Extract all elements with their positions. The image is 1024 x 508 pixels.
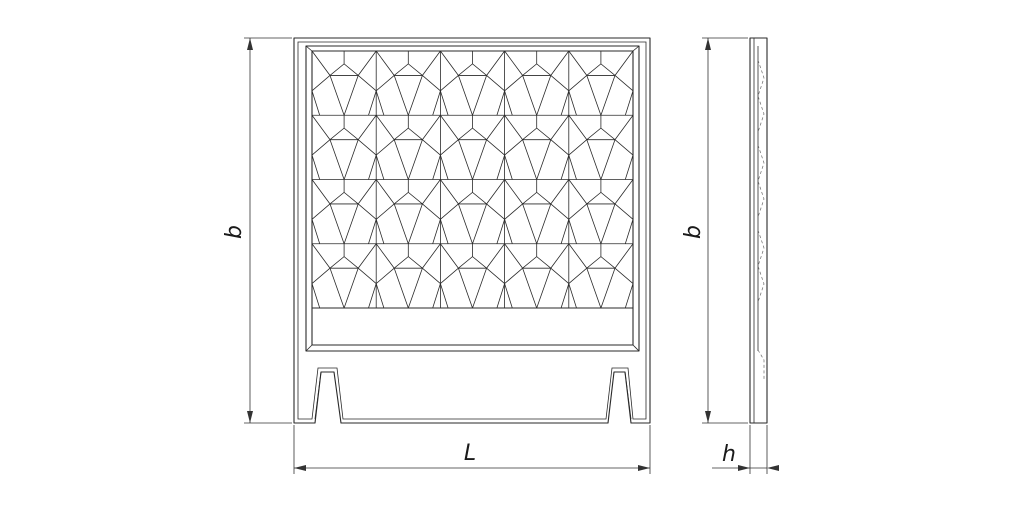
pattern-facet — [440, 115, 505, 180]
side-hidden-lines — [757, 59, 765, 380]
panel-inner-outline — [297, 41, 647, 420]
pattern-facet — [504, 179, 570, 244]
bevel-corner-bl — [305, 344, 313, 352]
arrow-height-side-top — [705, 38, 711, 50]
pattern-facet — [311, 50, 377, 116]
pattern-facet — [375, 50, 441, 116]
dimensions: b L b h — [222, 37, 779, 474]
panel-outline — [293, 37, 651, 424]
arrow-height-front-top — [247, 38, 253, 50]
side-outline — [749, 37, 768, 424]
recess-frame-outer — [305, 45, 640, 352]
pattern-facet — [440, 243, 505, 309]
pattern-facet — [440, 50, 505, 116]
label-thickness: h — [722, 442, 736, 467]
pattern-facet — [504, 243, 570, 309]
front-view — [293, 37, 651, 424]
label-length: L — [464, 441, 476, 466]
pattern-facet — [504, 50, 570, 116]
label-height-side: b — [681, 225, 706, 239]
arrow-height-side-bottom — [705, 411, 711, 423]
pattern-facet — [568, 115, 634, 180]
left-leg-line — [314, 371, 322, 420]
bevel-corner-br — [632, 344, 640, 352]
pattern-facet — [375, 243, 441, 309]
bevel-corner-tr — [632, 45, 640, 52]
pattern-facet — [568, 179, 634, 244]
arrow-length-right — [638, 465, 650, 471]
pattern-facet — [375, 179, 441, 244]
pattern-facet — [568, 50, 634, 116]
arrow-length-left — [294, 465, 306, 471]
pattern-facet — [504, 115, 570, 180]
pattern-facet — [311, 243, 377, 309]
pattern-facet — [375, 115, 441, 180]
bevel-corner-tl — [305, 45, 313, 52]
right-leg-line — [624, 371, 632, 420]
arrow-thickness-left — [738, 465, 750, 471]
arrow-height-front-bottom — [247, 411, 253, 423]
arrow-thickness-right — [767, 465, 779, 471]
pattern-facet — [440, 179, 505, 244]
label-height-front: b — [222, 225, 247, 239]
pattern-facet — [311, 115, 377, 180]
pattern-facet — [568, 243, 634, 309]
pattern-facet — [311, 179, 377, 244]
recess-frame-inner — [311, 50, 634, 346]
decorative-pattern — [311, 50, 634, 309]
side-view — [749, 37, 768, 424]
